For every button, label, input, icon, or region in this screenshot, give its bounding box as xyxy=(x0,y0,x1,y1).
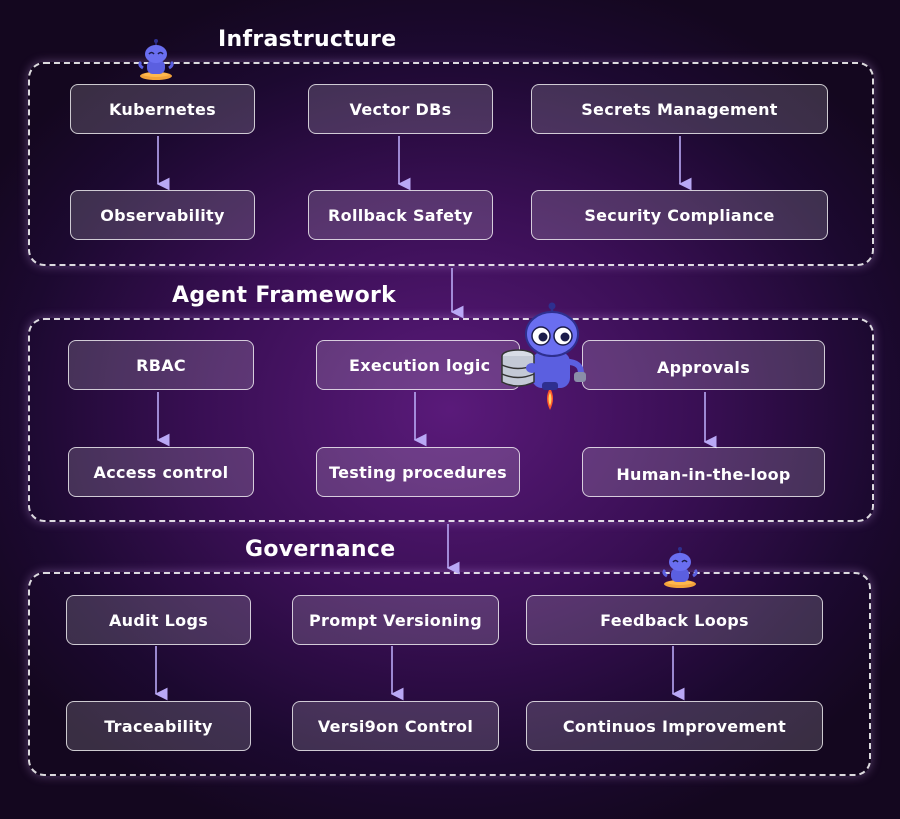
node-approvals: Approvals xyxy=(582,340,825,390)
node-prompt-versioning: Prompt Versioning xyxy=(292,595,499,645)
infrastructure-title: Infrastructure xyxy=(218,27,397,52)
node-security-compliance: Security Compliance xyxy=(531,190,828,240)
node-traceability: Traceability xyxy=(66,701,251,751)
node-secrets-management: Secrets Management xyxy=(531,84,828,134)
robot-mascot-icon xyxy=(662,547,698,588)
node-kubernetes: Kubernetes xyxy=(70,84,255,134)
governance-title: Governance xyxy=(245,537,396,562)
node-rbac: RBAC xyxy=(68,340,254,390)
node-version-control: Versi9on Control xyxy=(292,701,499,751)
node-human-in-the-loop: Human-in-the-loop xyxy=(582,447,825,497)
node-vector-dbs: Vector DBs xyxy=(308,84,493,134)
infrastructure-section xyxy=(28,62,874,266)
agent-framework-section xyxy=(28,318,874,522)
node-audit-logs: Audit Logs xyxy=(66,595,251,645)
node-testing-procedures: Testing procedures xyxy=(316,447,520,497)
agent-framework-title: Agent Framework xyxy=(172,283,397,308)
database-icon xyxy=(501,349,535,387)
node-rollback-safety: Rollback Safety xyxy=(308,190,493,240)
robot-mascot-icon xyxy=(138,39,174,80)
node-execution-logic: Execution logic xyxy=(316,340,520,390)
node-continuous-improvement: Continuos Improvement xyxy=(526,701,823,751)
node-feedback-loops: Feedback Loops xyxy=(526,595,823,645)
node-access-control: Access control xyxy=(68,447,254,497)
robot-mascot-icon xyxy=(501,302,586,410)
node-observability: Observability xyxy=(70,190,255,240)
